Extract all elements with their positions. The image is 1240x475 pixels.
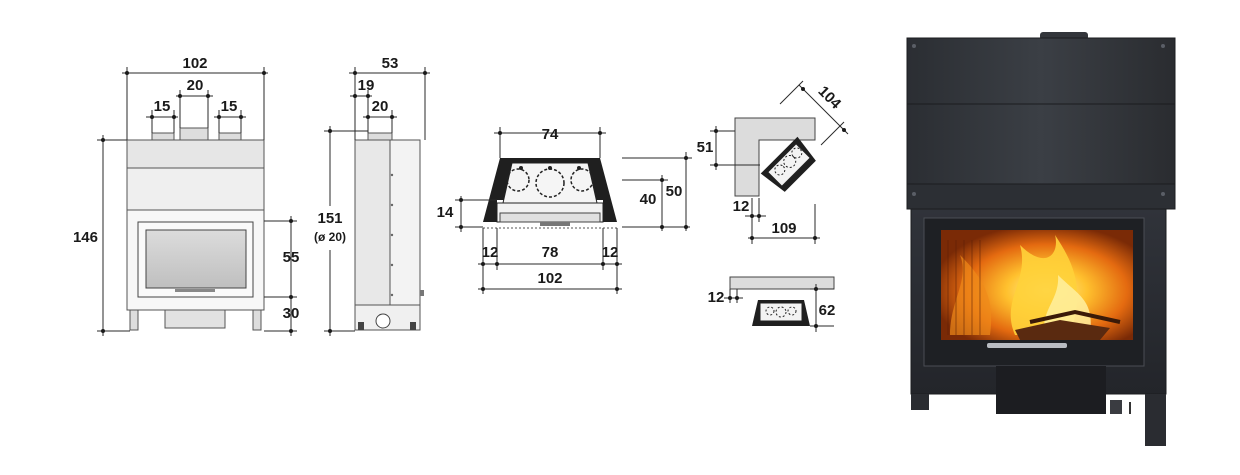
corner-diagonal: 104 bbox=[815, 83, 845, 113]
front-inlet-right: 15 bbox=[221, 98, 238, 115]
side-flue-diameter: (ø 20) bbox=[314, 230, 346, 244]
fireplace-product-image bbox=[906, 32, 1176, 446]
front-leg-height: 30 bbox=[283, 305, 300, 322]
corner-side-depth: 51 bbox=[697, 139, 714, 156]
wall-offset: 12 bbox=[708, 289, 725, 306]
front-door-height: 55 bbox=[283, 249, 300, 266]
top-inner-height: 40 bbox=[640, 191, 657, 208]
corner-view: 104 51 12 109 bbox=[697, 80, 849, 244]
wall-depth: 62 bbox=[819, 302, 836, 319]
top-width-top: 74 bbox=[542, 126, 559, 143]
front-view: 102 20 15 15 146 55 30 bbox=[73, 55, 299, 336]
top-right-margin: 12 bbox=[602, 244, 619, 261]
front-width-total: 102 bbox=[182, 55, 207, 72]
top-left-margin: 12 bbox=[482, 244, 499, 261]
top-bottom-width: 102 bbox=[537, 270, 562, 287]
side-flue-width: 20 bbox=[372, 98, 389, 115]
side-view: 53 19 20 151 (ø 20) bbox=[310, 55, 430, 336]
front-inlet-left: 15 bbox=[154, 98, 171, 115]
flames bbox=[950, 235, 1121, 340]
corner-width: 109 bbox=[771, 220, 796, 237]
front-flue-spacing: 20 bbox=[187, 77, 204, 94]
side-flue-offset: 19 bbox=[358, 77, 375, 94]
corner-offset: 12 bbox=[733, 198, 750, 215]
top-total-height: 50 bbox=[666, 183, 683, 200]
top-view: 74 14 40 50 12 78 12 102 bbox=[437, 126, 692, 294]
front-height-total: 146 bbox=[73, 229, 98, 246]
side-height-total: 151 bbox=[317, 210, 342, 227]
top-side-height: 14 bbox=[437, 204, 454, 221]
wall-view: 12 62 bbox=[708, 276, 836, 332]
side-depth-total: 53 bbox=[382, 55, 399, 72]
top-inner-width: 78 bbox=[542, 244, 559, 261]
